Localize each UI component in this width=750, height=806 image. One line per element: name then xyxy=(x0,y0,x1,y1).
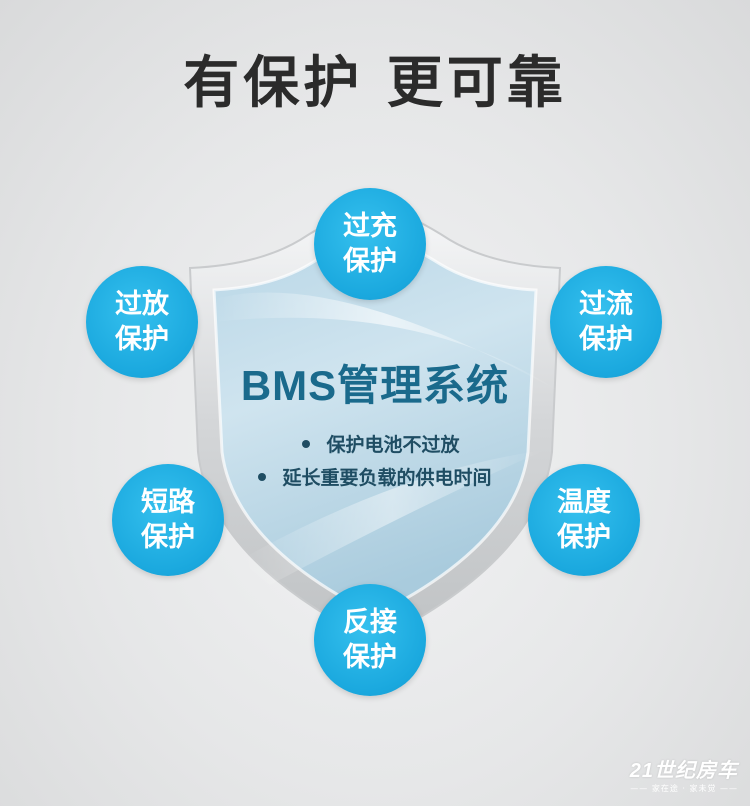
watermark-logo-text: 21世纪房车 xyxy=(629,760,738,782)
feature-label-line1: 过流 xyxy=(579,289,633,320)
shield-content: BMS管理系统 保护电池不过放 延长重要负载的供电时间 xyxy=(190,352,560,493)
feature-label-line1: 反接 xyxy=(343,607,397,638)
feature-label-line2: 保护 xyxy=(579,324,633,355)
feature-label-line2: 保护 xyxy=(115,324,169,355)
feature-label-line2: 保护 xyxy=(557,522,611,553)
bullet-item: 延长重要负载的供电时间 xyxy=(258,460,492,493)
shield-gloss-top xyxy=(212,292,560,392)
watermark-slogan: —— 家在途 · 家未觉 —— xyxy=(630,784,738,793)
bullet-text: 保护电池不过放 xyxy=(326,434,460,456)
feature-temperature-protection[interactable]: 温度 保护 xyxy=(528,464,640,576)
feature-label-line1: 温度 xyxy=(557,487,611,518)
feature-overcurrent-protection[interactable]: 过流 保护 xyxy=(550,266,662,378)
bullet-text: 延长重要负载的供电时间 xyxy=(282,467,492,489)
bullet-item: 保护电池不过放 xyxy=(302,427,491,460)
feature-label-line1: 过放 xyxy=(115,289,169,320)
bullet-dot-icon xyxy=(302,439,311,448)
bullet-dot-icon xyxy=(258,472,267,481)
feature-label-line1: 过充 xyxy=(343,211,397,242)
feature-label-line2: 保护 xyxy=(343,642,397,673)
feature-label-line2: 保护 xyxy=(141,522,195,553)
feature-reverse-polarity-protection[interactable]: 反接 保护 xyxy=(314,584,426,696)
brand-watermark: 21世纪房车 —— 家在途 · 家未觉 —— xyxy=(630,754,738,794)
page-title: 有保护 更可靠 xyxy=(183,51,567,116)
bullet-list: 保护电池不过放 延长重要负载的供电时间 xyxy=(258,427,492,493)
shield-gloss-bottom xyxy=(240,450,545,585)
bms-heading: BMS管理系统 xyxy=(240,362,510,409)
feature-overcharge-protection[interactable]: 过充 保护 xyxy=(314,188,426,300)
feature-label-line2: 保护 xyxy=(343,246,397,277)
feature-overdischarge-protection[interactable]: 过放 保护 xyxy=(86,266,198,378)
feature-label-line1: 短路 xyxy=(141,487,195,518)
feature-short-circuit-protection[interactable]: 短路 保护 xyxy=(112,464,224,576)
shield-inner xyxy=(212,232,538,617)
